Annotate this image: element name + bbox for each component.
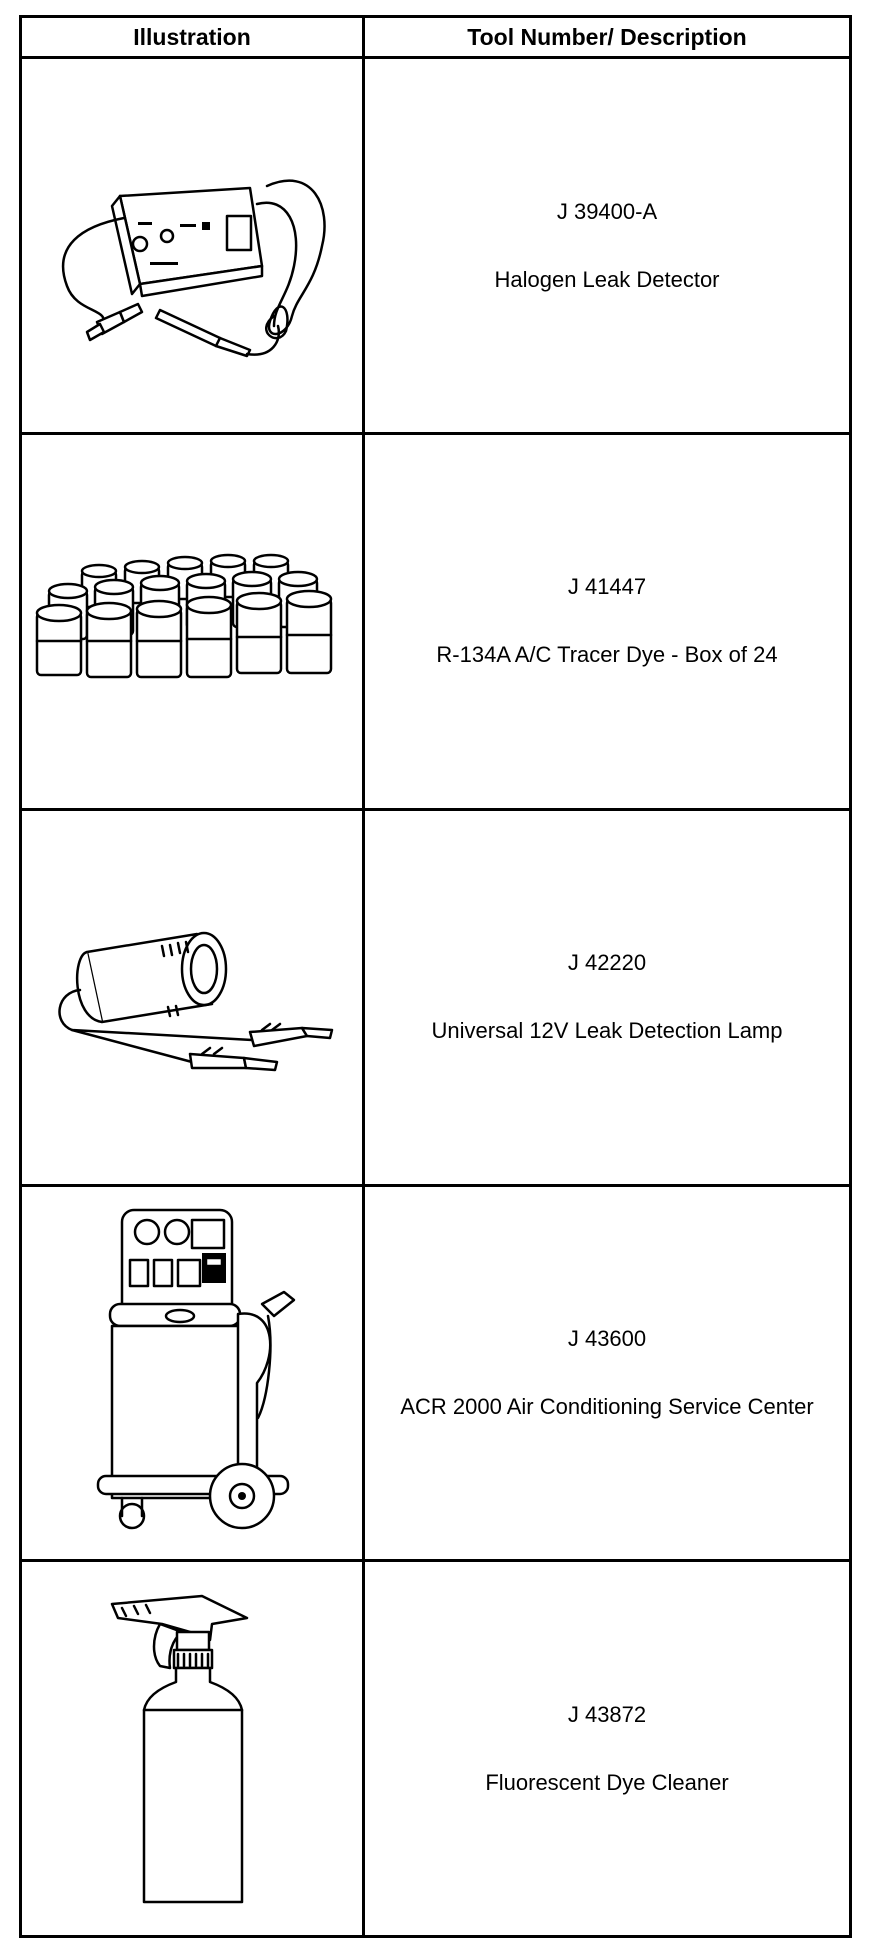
- tool-number: J 43872: [567, 1701, 647, 1727]
- tool-description: Fluorescent Dye Cleaner: [485, 1769, 729, 1795]
- column-header-description: Tool Number/ Description: [362, 14, 852, 60]
- tool-number: J 39400-A: [556, 198, 658, 224]
- illustration-cell: [19, 1559, 365, 1938]
- tool-description: Halogen Leak Detector: [494, 266, 720, 292]
- description-cell: J 43872 Fluorescent Dye Cleaner: [362, 1559, 852, 1938]
- table-row: J 39400-A Halogen Leak Detector: [19, 56, 852, 436]
- illustration-cell: [19, 1183, 365, 1563]
- tool-number: J 41447: [567, 574, 647, 600]
- table-row: J 43872 Fluorescent Dye Cleaner: [19, 1559, 852, 1938]
- illustration-cell: [19, 807, 365, 1187]
- halogen-leak-detector-icon: [61, 179, 326, 357]
- description-cell: J 41447 R-134A A/C Tracer Dye - Box of 2…: [362, 432, 852, 811]
- tracer-dye-bottles-icon: [35, 554, 333, 679]
- table-row: J 43600 ACR 2000 Air Conditioning Servic…: [19, 1183, 852, 1563]
- ac-service-center-icon: [96, 1208, 296, 1530]
- leak-detection-lamp-icon: [58, 931, 334, 1072]
- tool-description: ACR 2000 Air Conditioning Service Center: [400, 1393, 814, 1419]
- tool-number: J 43600: [567, 1325, 647, 1351]
- table-row: J 41447 R-134A A/C Tracer Dye - Box of 2…: [19, 432, 852, 811]
- tool-description: Universal 12V Leak Detection Lamp: [431, 1018, 783, 1044]
- description-cell: J 42220 Universal 12V Leak Detection Lam…: [362, 807, 852, 1187]
- illustration-cell: [19, 432, 365, 811]
- table-header-row: Illustration Tool Number/ Description: [19, 14, 852, 60]
- tool-table: Illustration Tool Number/ Description: [19, 14, 852, 1938]
- illustration-cell: [19, 56, 365, 436]
- description-cell: J 39400-A Halogen Leak Detector: [362, 56, 852, 436]
- column-header-illustration: Illustration: [19, 14, 365, 60]
- spray-bottle-icon: [110, 1594, 249, 1903]
- table-row: J 42220 Universal 12V Leak Detection Lam…: [19, 807, 852, 1187]
- tool-description: R-134A A/C Tracer Dye - Box of 24: [436, 642, 778, 668]
- description-cell: J 43600 ACR 2000 Air Conditioning Servic…: [362, 1183, 852, 1563]
- tool-number: J 42220: [567, 950, 647, 976]
